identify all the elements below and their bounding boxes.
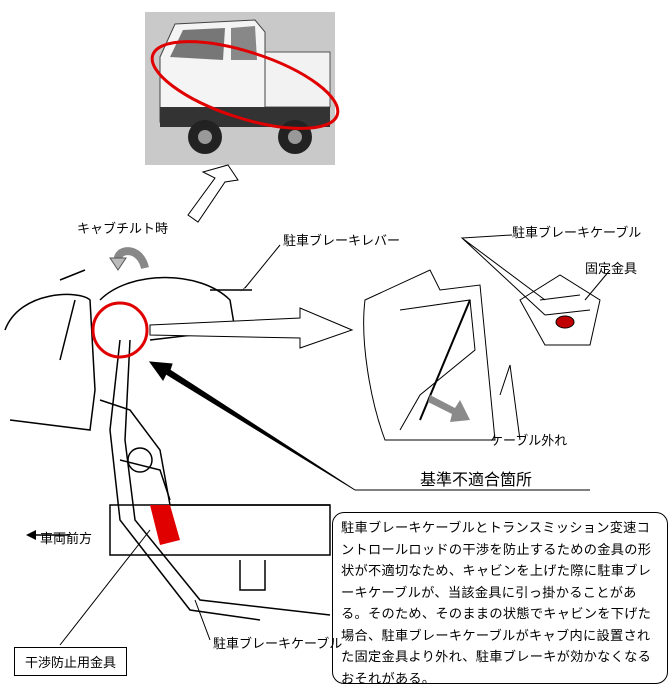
leader-lines (59, 234, 611, 646)
brake-lever-label: 駐車ブレーキレバー (283, 234, 401, 249)
zoom-arrow (187, 164, 239, 223)
detail-drawing (363, 269, 601, 441)
detail-arrow (149, 307, 354, 349)
cab-tilt-label: キャブチルト時 (77, 222, 169, 237)
brake-cable-bottom-label: 駐車ブレーキケーブル (213, 637, 343, 652)
front-arrow-icon (26, 530, 36, 540)
cable-off-arrow (428, 395, 470, 422)
pointer-arrow (148, 361, 356, 491)
interference-bracket-label: 干渉防止用金具 (14, 647, 128, 676)
nonconforming-bracket (150, 505, 180, 545)
brake-cable-label: 駐車ブレーキケーブル (512, 226, 642, 241)
fixing-bracket-label: 固定金具 (585, 262, 638, 277)
highlight-circle (91, 301, 149, 359)
nonconforming-label: 基準不適合箇所 (420, 470, 533, 489)
cable-end (555, 315, 575, 329)
description-box: 駐車ブレーキケーブルとトランスミッション変速コントロールロッドの干渉を防止するた… (332, 512, 668, 687)
highlight-ellipse (150, 40, 340, 130)
cable-off-label: ケーブル外れ (490, 434, 568, 449)
vehicle-front-label: 車両前方 (40, 532, 93, 547)
